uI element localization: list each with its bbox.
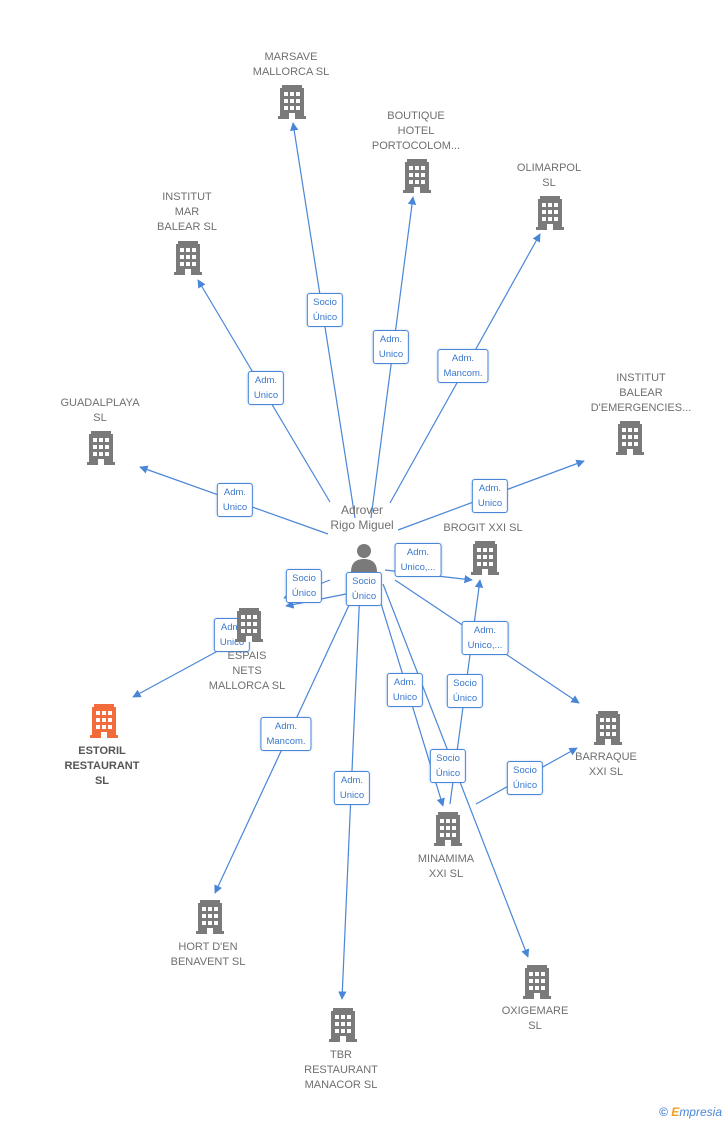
company-label-barraque[interactable]: BARRAQUE XXI SL bbox=[575, 751, 637, 778]
company-label-oxigemare[interactable]: OXIGEMARE SL bbox=[501, 1005, 569, 1032]
building-icon[interactable] bbox=[87, 431, 115, 465]
edge-label-minamima[interactable]: Adm. Unico bbox=[386, 673, 424, 707]
building-icon[interactable] bbox=[471, 541, 499, 575]
building-icon[interactable] bbox=[434, 812, 462, 846]
edge-label-oxigemare[interactable]: Socio Único bbox=[429, 749, 467, 783]
edge-label-barraque[interactable]: Adm. Unico,... bbox=[461, 621, 509, 655]
edge-label-brogit[interactable]: Socio Único bbox=[446, 674, 484, 708]
company-label-olimarpol[interactable]: OLIMARPOL SL bbox=[516, 162, 582, 189]
brand-logo-text: mpresia bbox=[679, 1105, 722, 1119]
person-icon[interactable] bbox=[349, 542, 379, 572]
company-label-institut-mar[interactable]: INSTITUT MAR BALEAR SL bbox=[157, 191, 217, 233]
company-label-marsave[interactable]: MARSAVE MALLORCA SL bbox=[252, 51, 330, 78]
company-label-brogit[interactable]: BROGIT XXI SL bbox=[443, 522, 523, 534]
edge-label-olimarpol[interactable]: Adm. Mancom. bbox=[437, 349, 489, 383]
edge-label-hort[interactable]: Adm. Mancom. bbox=[260, 717, 312, 751]
company-label-guadalplaya[interactable]: GUADALPLAYA SL bbox=[60, 397, 140, 424]
edge-label-institut-emerg[interactable]: Adm. Unico bbox=[471, 479, 509, 513]
company-label-hort[interactable]: HORT D'EN BENAVENT SL bbox=[170, 941, 246, 968]
company-label-tbr[interactable]: TBR RESTAURANT MANACOR SL bbox=[304, 1049, 378, 1091]
company-label-boutique[interactable]: BOUTIQUE HOTEL PORTOCOLOM... bbox=[371, 110, 461, 152]
edge-label-barraque[interactable]: Socio Único bbox=[506, 761, 544, 795]
building-icon[interactable] bbox=[278, 85, 306, 119]
edge-label-espais[interactable]: Socio Único bbox=[285, 569, 323, 603]
edge-label-marsave[interactable]: Socio Único bbox=[306, 293, 344, 327]
building-icon[interactable] bbox=[594, 711, 622, 745]
edge-label-espais[interactable]: Socio Único bbox=[345, 572, 383, 606]
building-icon[interactable] bbox=[403, 159, 431, 193]
company-label-estoril[interactable]: ESTORIL RESTAURANT SL bbox=[64, 745, 140, 787]
brand-logo-letter: E bbox=[671, 1105, 680, 1119]
company-label-institut-emerg[interactable]: INSTITUT BALEAR D'EMERGENCIES... bbox=[590, 372, 692, 414]
building-icon[interactable] bbox=[523, 965, 551, 999]
edge-label-boutique[interactable]: Adm. Unico bbox=[372, 330, 410, 364]
building-icon[interactable] bbox=[616, 421, 644, 455]
brand-footer: © Empresia bbox=[659, 1105, 722, 1119]
copyright-icon: © bbox=[659, 1105, 668, 1119]
person-name[interactable]: Adrover Rigo Miguel bbox=[330, 503, 394, 532]
building-icon[interactable] bbox=[90, 704, 118, 738]
edge-label-guadalplaya[interactable]: Adm. Unico bbox=[216, 483, 254, 517]
company-label-minamima[interactable]: MINAMIMA XXI SL bbox=[417, 853, 475, 880]
edge-label-institut-mar[interactable]: Adm. Unico bbox=[247, 371, 285, 405]
building-icon[interactable] bbox=[196, 900, 224, 934]
edge-label-tbr[interactable]: Adm. Unico bbox=[333, 771, 371, 805]
company-label-espais[interactable]: ESPAIS NETS MALLORCA SL bbox=[208, 650, 286, 692]
building-icon[interactable] bbox=[536, 196, 564, 230]
building-icon[interactable] bbox=[235, 608, 263, 642]
edge-label-brogit[interactable]: Adm. Unico,... bbox=[394, 543, 442, 577]
building-icon[interactable] bbox=[329, 1008, 357, 1042]
building-icon[interactable] bbox=[174, 241, 202, 275]
